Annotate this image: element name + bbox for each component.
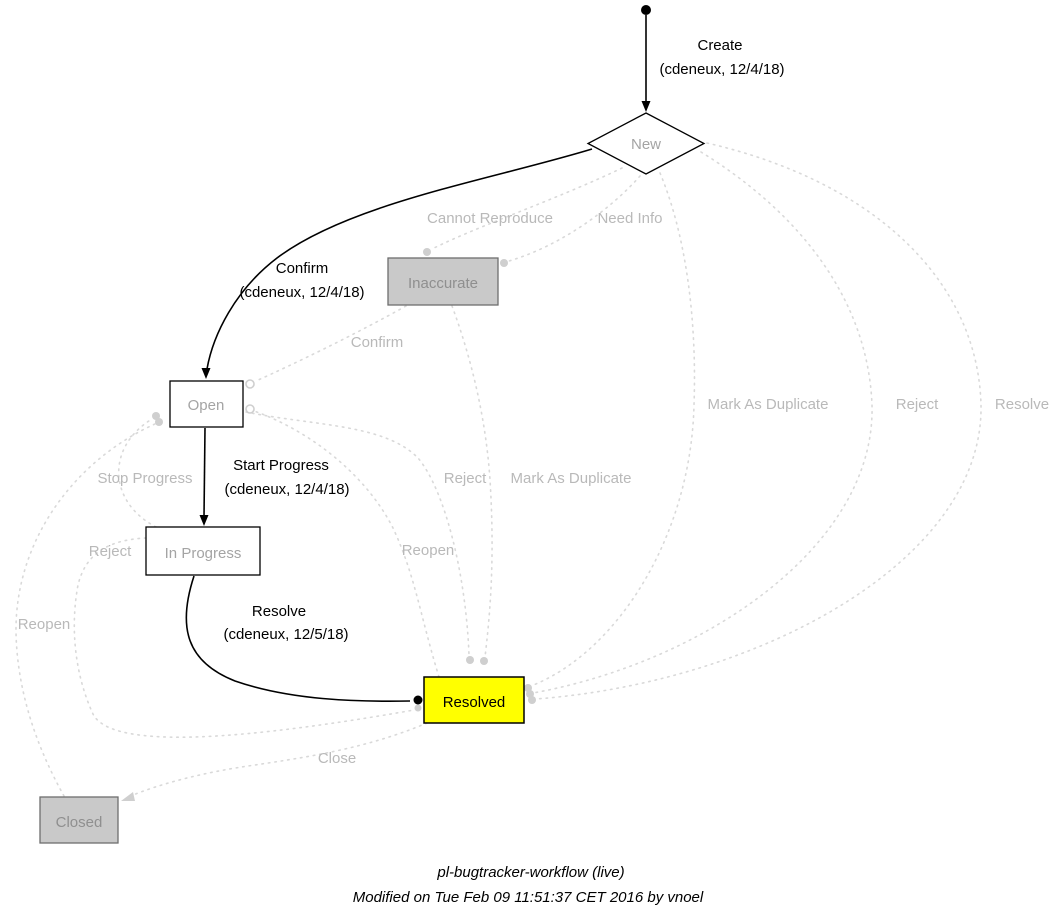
- state-label: New: [631, 136, 661, 153]
- edge-reject-from-in-progress: Reject: [73, 537, 422, 738]
- state-closed-shape: [39, 796, 119, 844]
- edge-mark-as-duplicate-from-inaccurate: Mark As Duplicate: [451, 305, 632, 665]
- edge-label: Mark As Duplicate: [708, 396, 829, 413]
- arrowhead-dot: [466, 656, 474, 664]
- edge-create: Create (cdeneux, 12/4/18): [641, 15, 785, 112]
- edge-reject-from-open: Reject: [245, 411, 487, 664]
- state-closed: Closed: [39, 796, 119, 844]
- edge-reopen-from-resolved: Reopen: [245, 404, 455, 678]
- edge-label: Confirm: [351, 334, 404, 351]
- edge-close: Close: [121, 722, 428, 801]
- edge-label: Confirm: [276, 260, 329, 277]
- state-label: Inaccurate: [408, 275, 478, 292]
- state-label: In Progress: [165, 545, 242, 562]
- arrowhead-circle: [245, 404, 255, 414]
- edge-label: Stop Progress: [97, 470, 192, 487]
- footer-title: pl-bugtracker-workflow (live): [436, 864, 624, 881]
- arrowhead-circle: [245, 379, 255, 389]
- edge-label: Reject: [89, 543, 132, 560]
- state-new-shape: [586, 112, 706, 175]
- arrowhead-dot: [414, 704, 422, 712]
- arrowhead-dot: [528, 696, 536, 704]
- edge-resolve-from-new: Resolve: [528, 142, 1049, 704]
- edge-detail: (cdeneux, 12/5/18): [223, 626, 348, 643]
- edge-label: Close: [318, 750, 356, 767]
- state-label: Resolved: [443, 694, 506, 711]
- state-inaccurate-shape: [387, 257, 499, 306]
- edge-confirm-from-inaccurate: Confirm: [245, 305, 407, 389]
- arrowhead-dot: [155, 418, 163, 426]
- arrowhead-dot: [152, 412, 160, 420]
- edge-detail: (cdeneux, 12/4/18): [239, 284, 364, 301]
- footer-modified: Modified on Tue Feb 09 11:51:37 CET 2016…: [353, 889, 704, 906]
- edge-detail: (cdeneux, 12/4/18): [224, 481, 349, 498]
- edge-start-progress-taken: Start Progress (cdeneux, 12/4/18): [199, 427, 350, 526]
- edge-label: Reopen: [402, 542, 455, 559]
- state-resolved-shape: [423, 676, 525, 724]
- edge-label: Reject: [896, 396, 939, 413]
- state-open: Open: [169, 380, 244, 428]
- edge-label: Reopen: [18, 616, 71, 633]
- arrowhead-dot: [480, 657, 488, 665]
- initial-node: [641, 5, 651, 15]
- edge-detail: (cdeneux, 12/4/18): [659, 61, 784, 78]
- edge-label: Mark As Duplicate: [511, 470, 632, 487]
- arrowhead: [201, 368, 211, 379]
- arrowhead-dot: [500, 259, 508, 267]
- state-in-progress-shape: [145, 526, 261, 576]
- state-new: New: [586, 112, 706, 175]
- edge-label: Create: [697, 37, 742, 54]
- edge-mark-as-duplicate-from-new: Mark As Duplicate: [524, 172, 829, 692]
- edge-label: Need Info: [597, 210, 662, 227]
- state-label: Open: [188, 397, 225, 414]
- edge-need-info: Need Info: [500, 175, 663, 267]
- state-in-progress: In Progress: [145, 526, 261, 576]
- edge-cannot-reproduce: Cannot Reproduce: [423, 167, 623, 256]
- arrowhead-dot: [423, 248, 431, 256]
- arrowhead-triangle: [121, 792, 135, 801]
- arrowhead: [641, 101, 651, 112]
- edge-label: Resolve: [252, 603, 306, 620]
- state-open-shape: [169, 380, 244, 428]
- state-inaccurate: Inaccurate: [387, 257, 499, 306]
- edge-label: Reject: [444, 470, 487, 487]
- edge-confirm-taken: Confirm (cdeneux, 12/4/18): [201, 148, 593, 379]
- arrowhead-dot: [413, 695, 423, 705]
- edge-label: Start Progress: [233, 457, 329, 474]
- arrowhead: [199, 515, 209, 526]
- state-label: Closed: [56, 814, 103, 831]
- edge-reject-from-new: Reject: [526, 151, 939, 698]
- edge-label: Resolve: [995, 396, 1049, 413]
- edge-stop-progress: Stop Progress: [97, 412, 193, 528]
- edge-resolve-taken: Resolve (cdeneux, 12/5/18): [185, 575, 423, 705]
- state-resolved: Resolved: [423, 676, 525, 724]
- edge-label: Cannot Reproduce: [427, 210, 553, 227]
- edge-reopen-from-closed: Reopen: [15, 418, 163, 797]
